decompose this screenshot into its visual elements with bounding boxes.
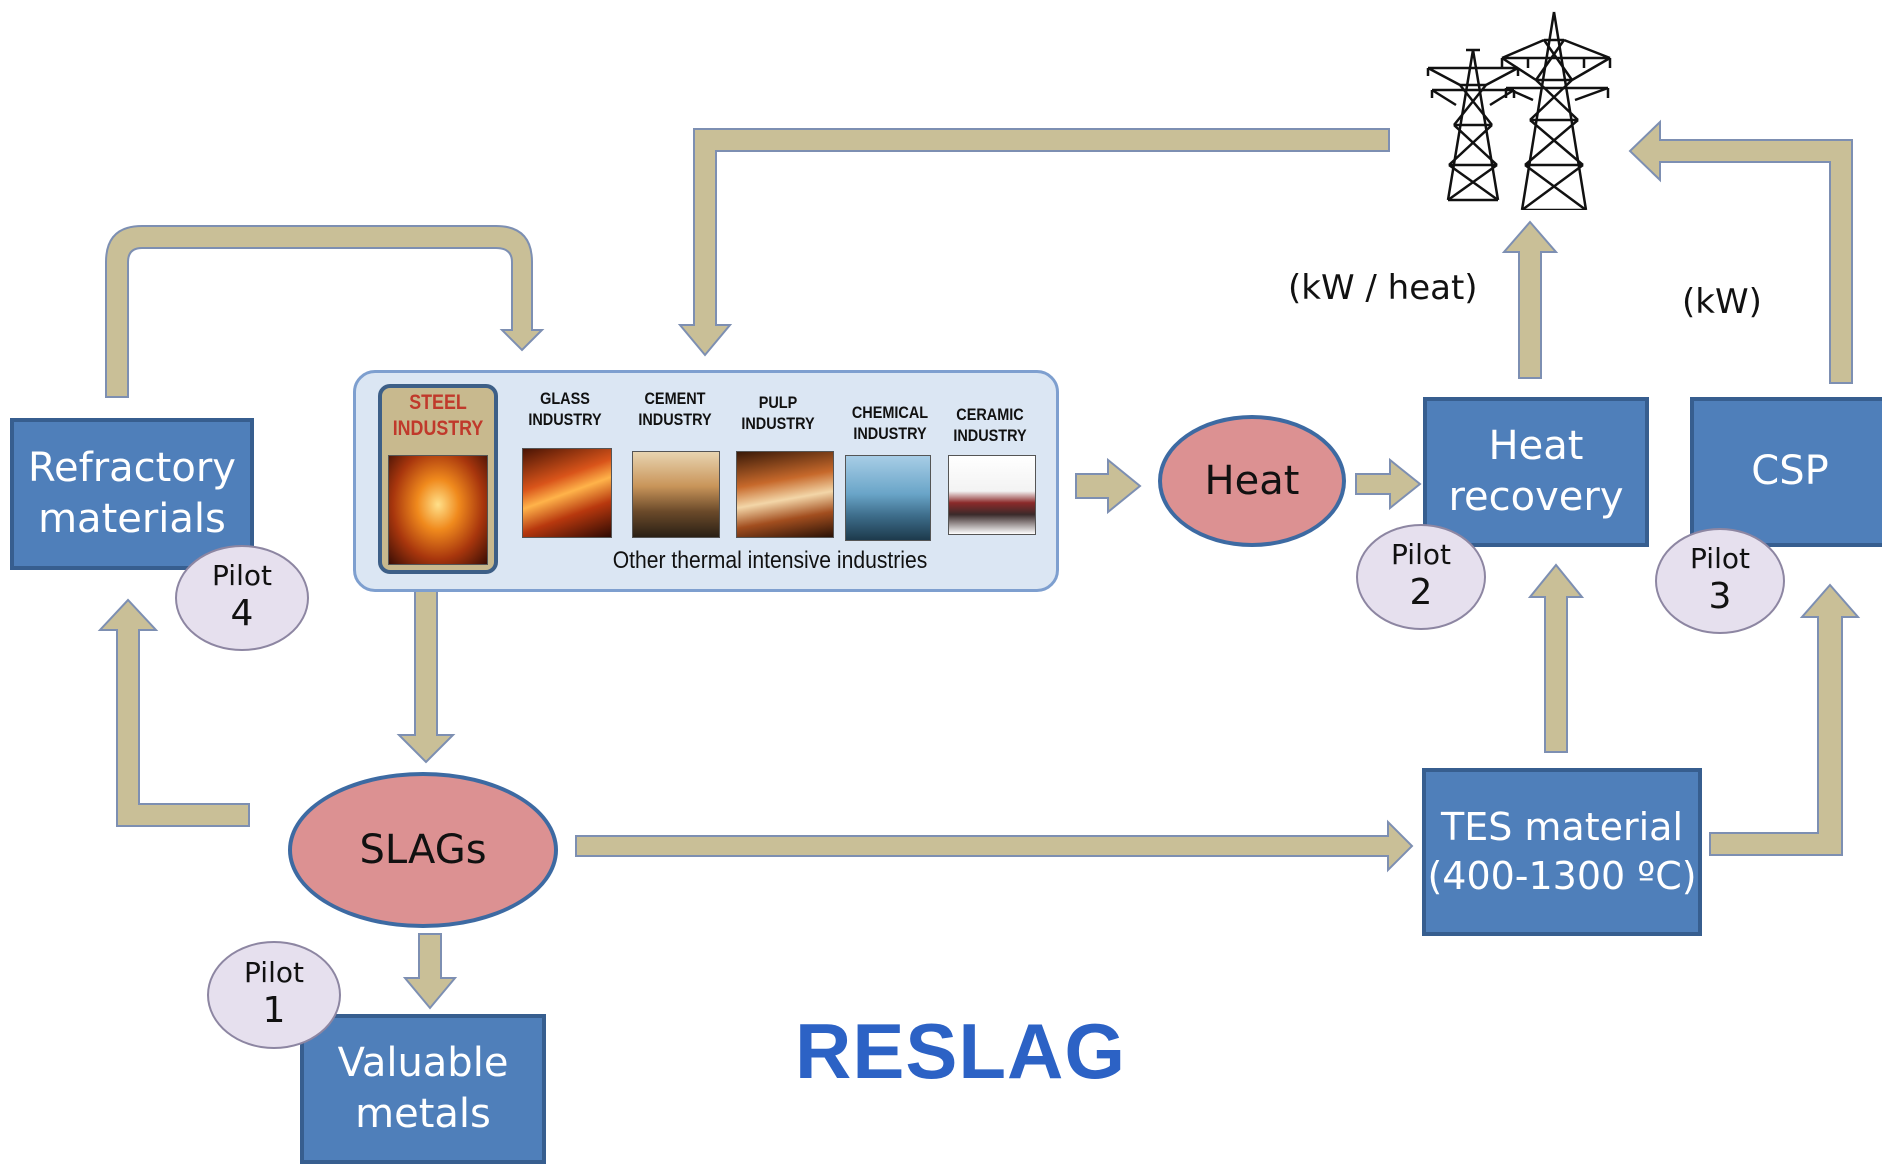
glass-industry-image	[522, 448, 612, 538]
arrow-csp-to-grid	[1628, 119, 1853, 384]
arrow-tes-to-heatrecovery	[1527, 563, 1585, 753]
heat-ellipse: Heat	[1158, 415, 1346, 547]
steel-industry-label: STEEL INDUSTRY	[392, 391, 484, 441]
arrow-grid-to-industries	[677, 128, 1390, 357]
arrow-heatrecovery-to-grid	[1501, 220, 1559, 379]
arrow-industries-to-heat	[1075, 457, 1142, 515]
csp-output-label: (kW)	[1682, 282, 1762, 322]
arrow-heat-to-heatrecovery	[1355, 457, 1422, 511]
steel-industry-image	[388, 455, 488, 565]
power-pylon-icon	[1426, 11, 1612, 210]
arrow-industries-to-slags	[396, 569, 456, 764]
heat-recovery-output-label: (kW / heat)	[1288, 268, 1478, 308]
other-industries-caption: Other thermal intensive industries	[612, 547, 928, 574]
csp-box: CSP	[1690, 397, 1882, 547]
tes-material-box: TES material(400-1300 ºC)	[1422, 768, 1702, 936]
arrow-slags-to-metals	[402, 933, 458, 1010]
chemical-industry-image	[845, 455, 931, 541]
ceramic-industry-image	[948, 455, 1036, 535]
arrow-refractory-to-industries	[105, 225, 545, 398]
cement-industry-image	[632, 451, 720, 538]
pulp-industry-image	[736, 451, 834, 538]
arrow-slags-to-refractory	[97, 598, 250, 827]
arrow-slags-to-tes	[575, 819, 1414, 873]
slags-ellipse: SLAGs	[288, 772, 558, 928]
arrow-tes-to-csp	[1709, 583, 1861, 856]
diagram-title: RESLAG	[795, 1007, 1127, 1095]
